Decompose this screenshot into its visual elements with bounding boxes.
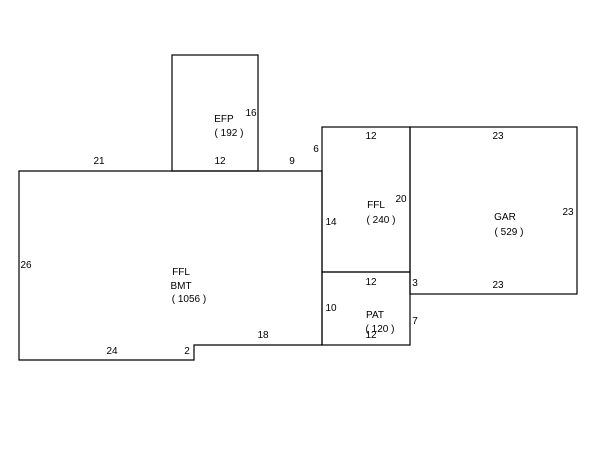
dim-main-top-right: 9 bbox=[289, 156, 295, 167]
ffl-main-name: FFL bbox=[172, 267, 190, 278]
gar-area: ( 529 ) bbox=[495, 227, 524, 238]
dim-gar-bottom: 23 bbox=[492, 280, 504, 291]
gar-outline bbox=[409, 126, 578, 295]
pat-area: ( 120 ) bbox=[366, 324, 395, 335]
ffl-main-area: ( 1056 ) bbox=[172, 294, 206, 305]
ffl-upper-name: FFL bbox=[367, 200, 385, 211]
dim-ffl-top: 12 bbox=[365, 131, 377, 142]
dim-main-left: 26 bbox=[20, 260, 32, 271]
dim-gar-offset: 3 bbox=[412, 278, 418, 289]
ffl-upper-area: ( 240 ) bbox=[367, 215, 396, 226]
dim-main-step: 2 bbox=[184, 346, 190, 357]
ffl-main-sub: BMT bbox=[170, 281, 191, 292]
dim-efp-side: 16 bbox=[245, 108, 257, 119]
dim-pat-bottom: 12 bbox=[365, 330, 377, 341]
dim-main-top-left: 21 bbox=[93, 156, 105, 167]
efp-area: ( 192 ) bbox=[215, 128, 244, 139]
dim-pat-left: 10 bbox=[325, 303, 337, 314]
dim-step-up: 6 bbox=[313, 144, 319, 155]
dim-efp-bottom: 12 bbox=[214, 156, 226, 167]
dim-gar-top: 23 bbox=[492, 131, 504, 142]
efp-name: EFP bbox=[214, 114, 234, 125]
efp-outline bbox=[171, 54, 259, 172]
pat-outline bbox=[321, 271, 411, 346]
dim-ffl-bottom: 12 bbox=[365, 277, 377, 288]
dim-pat-right: 7 bbox=[412, 316, 418, 327]
dim-main-bottom-left: 24 bbox=[106, 346, 118, 357]
main-floor-outline bbox=[18, 170, 323, 361]
dim-ffl-left: 14 bbox=[325, 217, 337, 228]
dim-main-bottom-right: 18 bbox=[257, 330, 269, 341]
pat-name: PAT bbox=[366, 310, 384, 321]
dim-gar-right: 23 bbox=[562, 207, 574, 218]
gar-name: GAR bbox=[494, 212, 516, 223]
dim-ffl-right: 20 bbox=[395, 194, 407, 205]
